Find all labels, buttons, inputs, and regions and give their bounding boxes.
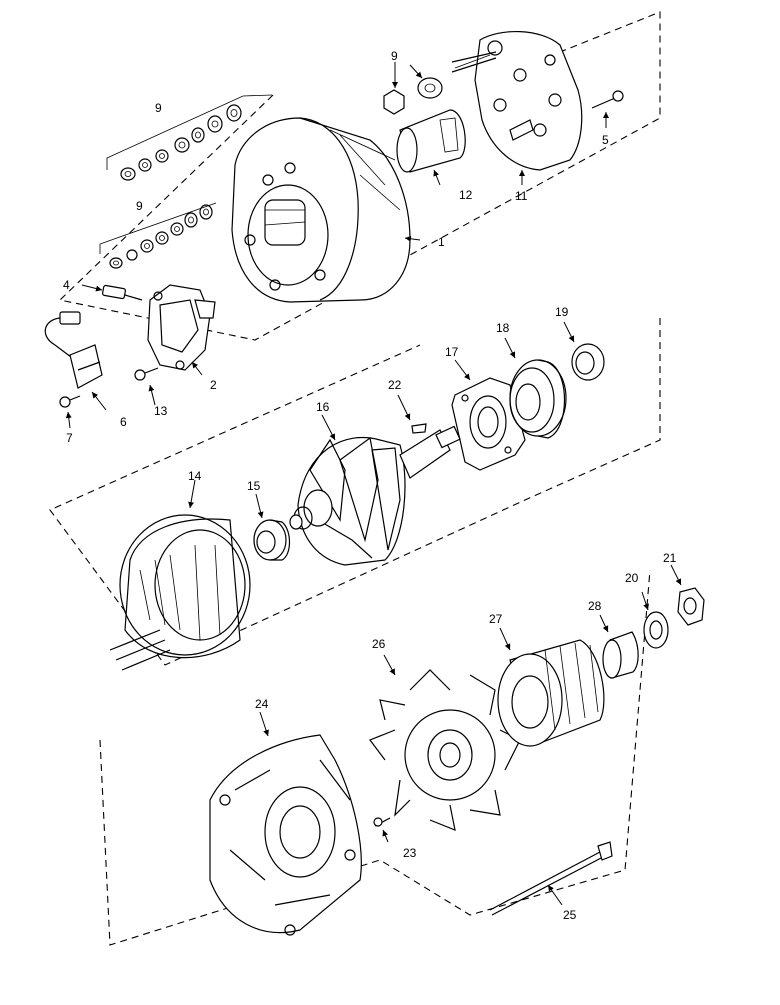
label-17: 17 — [445, 345, 459, 359]
label-1: 1 — [438, 235, 445, 249]
lock-washer-20 — [643, 611, 669, 649]
label-5: 5 — [602, 133, 609, 147]
bearing-18 — [509, 359, 567, 439]
label-6: 6 — [120, 415, 127, 429]
pulley-nut-21 — [677, 587, 705, 626]
drive-end-housing — [209, 734, 362, 936]
screw-13 — [134, 367, 159, 381]
label-16: 16 — [316, 400, 330, 414]
label-11: 11 — [515, 189, 528, 203]
through-bolt-25 — [489, 841, 613, 916]
label-20: 20 — [625, 571, 639, 585]
label-26: 26 — [372, 637, 386, 651]
cooling-fan — [369, 669, 521, 831]
stator-winding — [109, 514, 251, 671]
brush-holder — [147, 284, 216, 371]
terminal-connector — [102, 284, 143, 301]
label-18: 18 — [496, 321, 510, 335]
label-24: 24 — [255, 697, 269, 711]
hardware-set-lower — [99, 202, 217, 269]
label-7: 7 — [66, 431, 73, 445]
screw-23 — [373, 817, 391, 827]
group-outline-middle — [49, 318, 661, 666]
label-15: 15 — [247, 479, 261, 493]
rotor-assembly — [289, 425, 461, 566]
pulley-27 — [497, 639, 605, 747]
label-2: 2 — [210, 378, 217, 392]
suppressor-capacitor — [44, 311, 103, 389]
label-27: 27 — [489, 612, 503, 626]
retainer-plate — [451, 377, 526, 471]
spacer-28 — [602, 631, 639, 679]
label-21: 21 — [663, 551, 677, 565]
label-22: 22 — [388, 378, 402, 392]
screw-5 — [591, 90, 624, 109]
rectifier-bridge — [451, 31, 583, 171]
woodruff-key — [411, 423, 427, 434]
label-9-upper: 9 — [155, 101, 162, 115]
label-9-nuts: 9 — [391, 49, 398, 63]
label-13: 13 — [154, 404, 168, 418]
screw-7 — [59, 395, 81, 408]
group-outline-top — [58, 11, 661, 341]
label-28: 28 — [588, 599, 602, 613]
bearing-15 — [253, 519, 291, 561]
sleeve-12 — [396, 109, 466, 173]
hardware-set-upper — [106, 94, 273, 181]
label-23: 23 — [403, 846, 417, 860]
label-12: 12 — [459, 188, 473, 202]
label-9-lower: 9 — [136, 199, 143, 213]
label-14: 14 — [188, 469, 202, 483]
label-25: 25 — [563, 908, 577, 922]
group-outline-bottom — [99, 569, 651, 946]
seal-19 — [571, 343, 605, 381]
nut-set-9 — [383, 77, 443, 115]
leader-lines — [65, 62, 682, 906]
label-19: 19 — [555, 305, 569, 319]
rear-housing — [231, 117, 411, 303]
callout-labels: 1 2 4 5 6 7 9 9 9 11 12 13 14 15 16 17 1… — [63, 49, 677, 922]
label-4: 4 — [63, 278, 70, 292]
